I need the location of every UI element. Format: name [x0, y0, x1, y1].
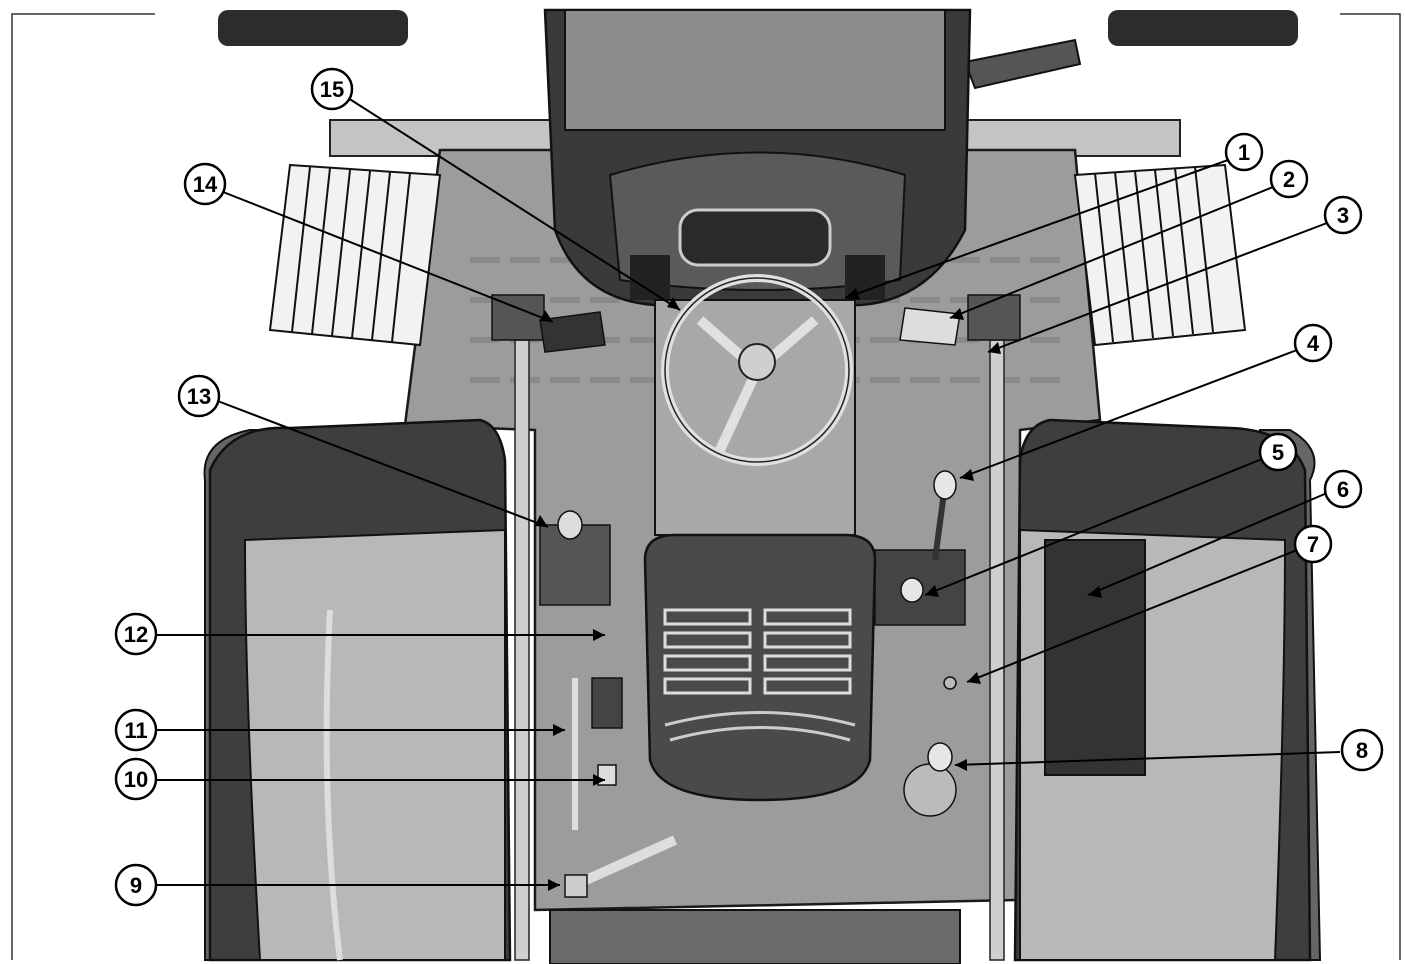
leader-1	[844, 159, 1229, 299]
callout-1-label: 1	[1238, 140, 1250, 165]
callout-4-label: 4	[1307, 331, 1320, 356]
leader-14	[217, 189, 554, 323]
callout-8-label: 8	[1356, 738, 1368, 763]
leader-15	[347, 97, 681, 311]
right-top-tire	[1108, 10, 1298, 46]
right-wheel	[1013, 418, 1322, 962]
side-rails	[514, 339, 1005, 961]
callout-12: 12	[114, 612, 158, 656]
callout-10-label: 10	[124, 767, 148, 792]
right-pedal-bracket	[967, 294, 1021, 341]
callout-8: 8	[1340, 728, 1384, 772]
leader-13	[214, 399, 549, 528]
leader-6	[1087, 492, 1328, 596]
callout-11: 11	[114, 708, 158, 752]
callouts: 1 2 3 4 5 6 7 8 9 10 11 12 13 14 15	[114, 67, 1384, 907]
callout-4: 4	[1293, 323, 1333, 363]
callout-5-label: 5	[1272, 440, 1284, 465]
callout-2: 2	[1269, 159, 1309, 199]
callout-7-label: 7	[1307, 532, 1319, 557]
callout-13-label: 13	[187, 384, 211, 409]
callout-9-label: 9	[130, 873, 142, 898]
callout-5: 5	[1258, 432, 1298, 472]
leader-8	[954, 751, 1341, 766]
leader-3	[987, 222, 1328, 353]
callout-6: 6	[1323, 469, 1363, 509]
callout-7: 7	[1293, 524, 1333, 564]
left-pedal	[539, 311, 606, 353]
right-pedal	[899, 307, 961, 346]
controls	[539, 470, 966, 898]
exhaust-pipe	[963, 38, 1082, 90]
callout-14-label: 14	[193, 172, 218, 197]
leader-arrowheads	[535, 288, 1102, 891]
callout-1: 1	[1224, 132, 1264, 172]
callout-11-label: 11	[124, 718, 147, 743]
left-top-tire	[218, 10, 408, 46]
left-wheel	[203, 418, 512, 962]
left-pedal-bracket	[491, 294, 545, 341]
seat	[643, 533, 877, 802]
callout-10: 10	[114, 757, 158, 801]
leader-lines	[155, 97, 1341, 886]
leader-4	[959, 349, 1298, 479]
leader-7	[966, 549, 1298, 683]
callout-6-label: 6	[1337, 477, 1349, 502]
pedals	[491, 294, 1021, 353]
right-grille	[1073, 163, 1247, 347]
callout-13: 13	[177, 374, 221, 418]
callout-15-label: 15	[320, 77, 344, 102]
callout-3: 3	[1323, 195, 1363, 235]
callout-15: 15	[310, 67, 354, 111]
bottom-step	[549, 909, 961, 964]
callout-12-label: 12	[124, 622, 148, 647]
left-grille	[268, 163, 442, 347]
callout-14: 14	[183, 162, 227, 206]
steering-wheel	[661, 274, 853, 466]
callout-3-label: 3	[1337, 203, 1349, 228]
dashboard	[543, 8, 972, 536]
callout-9: 9	[114, 863, 158, 907]
callout-2-label: 2	[1283, 167, 1295, 192]
leader-2	[949, 186, 1274, 319]
frame-lines	[11, 13, 1401, 960]
leader-5	[924, 458, 1263, 596]
